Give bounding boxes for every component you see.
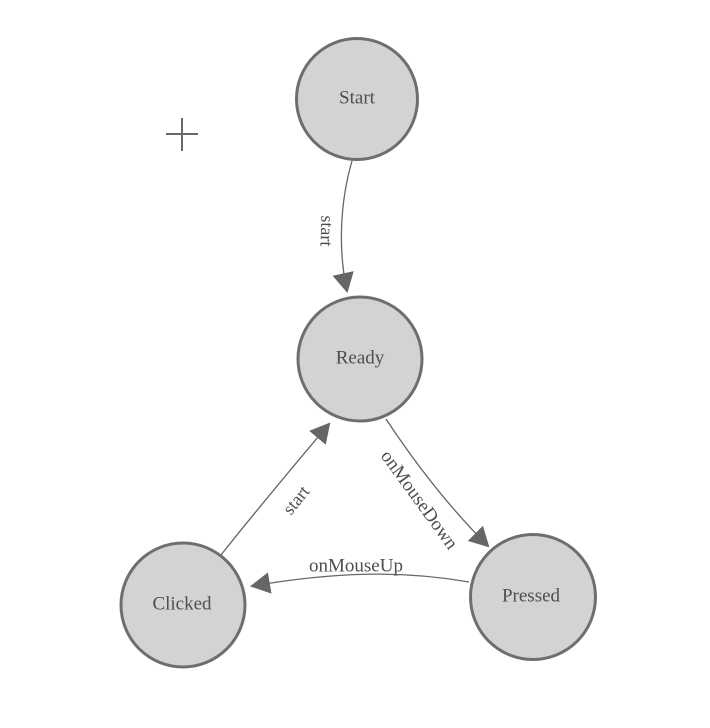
node-clicked-circle[interactable]: [119, 541, 247, 669]
node-ready-label: Ready: [336, 348, 385, 369]
edge-pressed-to-clicked[interactable]: onMouseUp: [250, 556, 470, 594]
edge-clicked-to-ready-line[interactable]: [220, 422, 331, 556]
edge-ready-to-pressed-line[interactable]: [385, 418, 490, 548]
edge-label-onmousedown: onMouseDown: [376, 446, 462, 554]
node-ready-circle[interactable]: [296, 295, 424, 423]
node-pressed-label: Pressed: [502, 586, 561, 607]
edge-label-onmouseup: onMouseUp: [309, 556, 403, 577]
edge-start-to-ready-line[interactable]: [332, 160, 354, 293]
node-ready[interactable]: Ready: [296, 295, 424, 423]
edge-clicked-to-ready[interactable]: start: [220, 422, 331, 556]
crosshair-plus-icon: [166, 118, 198, 151]
node-start-label: Start: [339, 88, 376, 109]
node-clicked-label: Clicked: [152, 594, 212, 615]
edge-pressed-to-clicked-line[interactable]: [250, 572, 470, 594]
node-start-circle[interactable]: [295, 37, 419, 161]
edge-start-to-ready[interactable]: start: [316, 160, 354, 293]
edge-label-start-1: start: [316, 215, 337, 247]
edge-ready-to-pressed[interactable]: onMouseDown: [376, 418, 490, 554]
node-pressed[interactable]: Pressed: [469, 533, 597, 661]
node-start[interactable]: Start: [295, 37, 419, 161]
node-clicked[interactable]: Clicked: [119, 541, 247, 669]
node-pressed-circle[interactable]: [469, 533, 597, 661]
edge-label-start-2: start: [278, 482, 313, 519]
